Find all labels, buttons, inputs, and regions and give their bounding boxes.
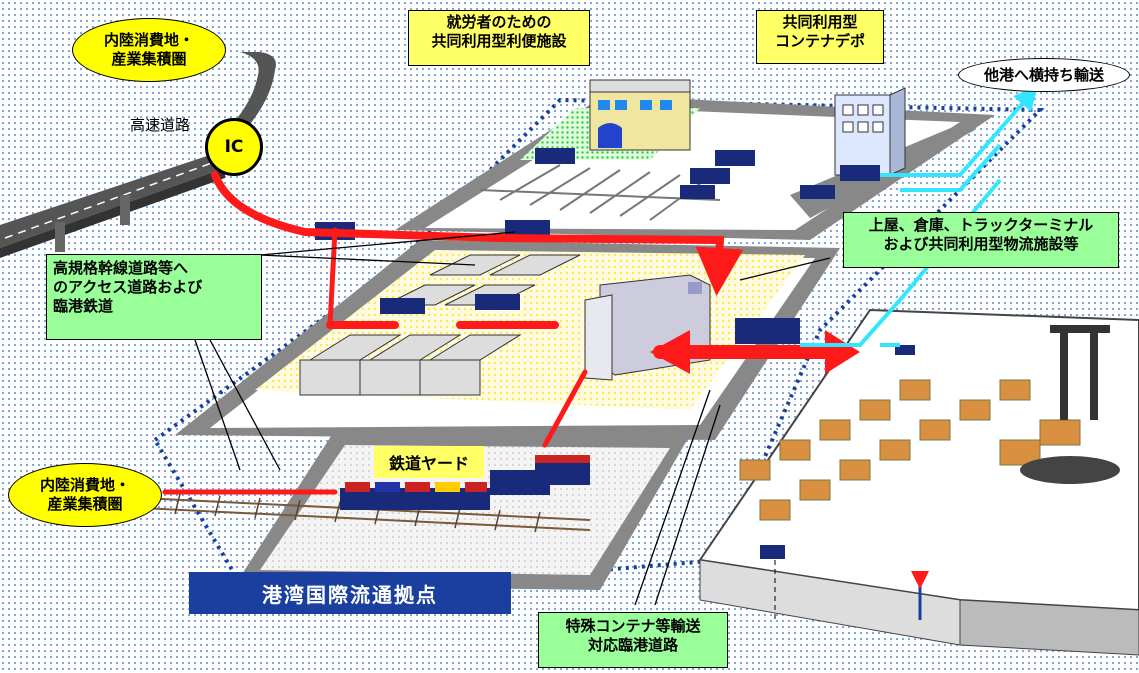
ic-marker: IC bbox=[205, 118, 263, 176]
container-stack bbox=[490, 455, 590, 495]
callout-pointers bbox=[194, 231, 831, 606]
rail-yard-label: 鉄道ヤード bbox=[374, 446, 484, 478]
worker-facility-callout: 就労者のための 共同利用型利便施設 bbox=[408, 10, 590, 66]
depot-building bbox=[834, 87, 906, 176]
hub-title: 港湾国際流通拠点 bbox=[191, 574, 509, 612]
warehouse-callout: 上屋、倉庫、トラックターミナル および共同利用型物流施設等 bbox=[843, 212, 1119, 268]
freight-train bbox=[340, 482, 490, 510]
inland-consumption-top: 内陸消費地・ 産業集積圏 bbox=[72, 18, 226, 82]
inland-consumption-bottom: 内陸消費地・ 産業集積圏 bbox=[8, 463, 162, 527]
container-terminal bbox=[698, 308, 1139, 656]
container-depot-callout: 共同利用型 コンテナデポ bbox=[756, 10, 884, 64]
red-double-arrow bbox=[650, 330, 690, 374]
access-road-callout: 高規格幹線道路等へ のアクセス道路および 臨港鉄道 bbox=[46, 254, 262, 340]
warehouses bbox=[299, 254, 581, 396]
transship-callout: 他港へ横持ち輸送 bbox=[958, 58, 1130, 92]
worker-facility-building bbox=[589, 79, 691, 151]
red-routes bbox=[162, 171, 852, 495]
highway-label: 高速道路 bbox=[130, 116, 191, 134]
special-road-callout: 特殊コンテナ等輸送 対応臨港道路 bbox=[538, 612, 728, 668]
highway-ramp bbox=[0, 52, 276, 258]
